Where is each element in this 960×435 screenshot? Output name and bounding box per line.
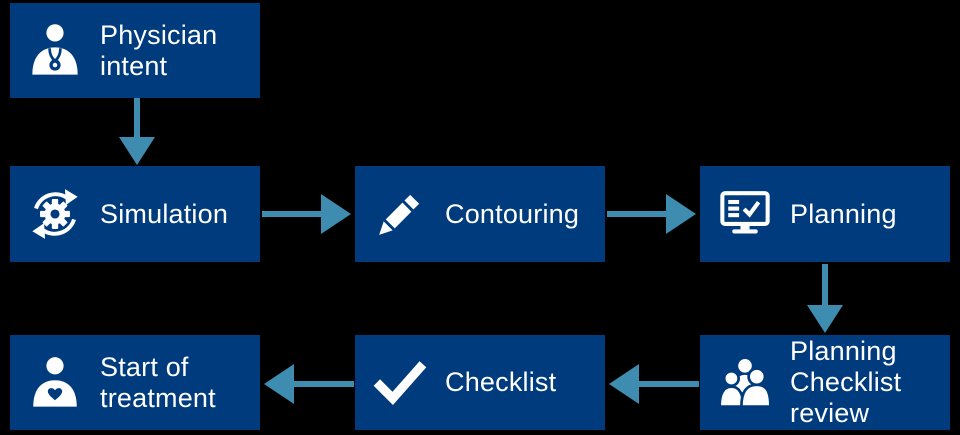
- step-label: Contouring: [445, 198, 580, 229]
- step-start-of-treatment: Start of treatment: [10, 335, 260, 430]
- step-label: Physician intent: [100, 19, 218, 81]
- patient-heart-icon: [26, 354, 84, 412]
- arrow-contouring-to-planning: [607, 194, 699, 234]
- physician-icon: [26, 22, 84, 80]
- arrow-simulation-to-contouring: [262, 194, 354, 234]
- checkmark-icon: [371, 354, 429, 412]
- step-planning: Planning: [700, 166, 950, 262]
- step-checklist: Checklist: [355, 335, 605, 430]
- arrow-physician-intent-to-simulation: [119, 98, 155, 165]
- step-label: Simulation: [100, 198, 229, 229]
- arrow-checklist-to-start-of-treatment: [261, 364, 354, 404]
- step-label: Checklist: [445, 367, 557, 398]
- step-physician-intent: Physician intent: [10, 3, 260, 98]
- step-planning-checklist-review: Planning Checklist review: [700, 335, 950, 430]
- pencil-icon: [371, 185, 429, 243]
- step-label: Planning: [790, 198, 897, 229]
- step-label: Planning Checklist review: [790, 336, 902, 428]
- people-group-icon: [716, 354, 774, 412]
- step-simulation: Simulation: [10, 166, 260, 262]
- arrow-planning-checklist-review-to-checklist: [606, 364, 699, 404]
- sync-gear-icon: [26, 185, 84, 243]
- arrow-planning-to-planning-checklist-review: [807, 264, 843, 333]
- step-label: Start of treatment: [100, 351, 216, 413]
- monitor-checklist-icon: [716, 185, 774, 243]
- step-contouring: Contouring: [355, 166, 605, 262]
